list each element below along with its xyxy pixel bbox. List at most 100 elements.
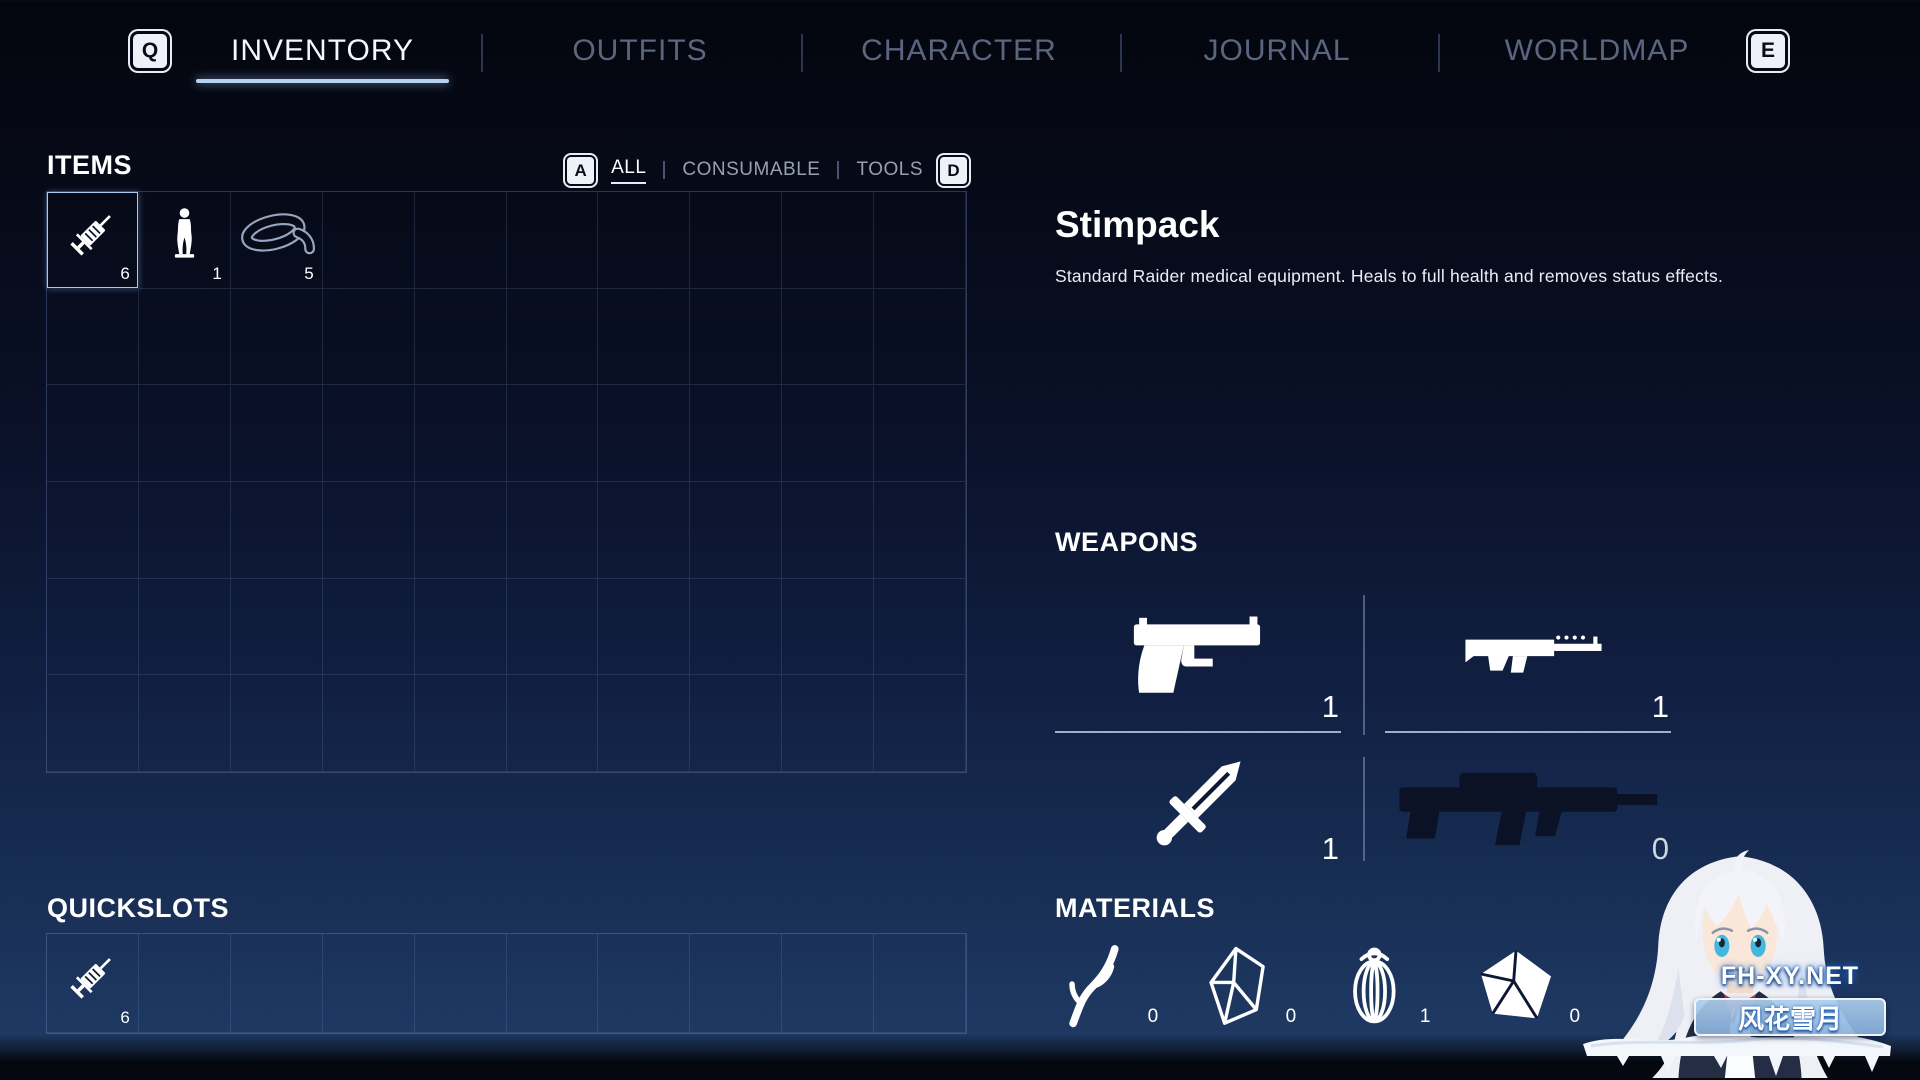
item-cell[interactable] [414,675,507,772]
item-cell[interactable] [598,385,691,482]
item-cell[interactable] [230,385,323,482]
watermark-site-name: FH-XY.NET [1720,962,1860,990]
watermark: FH-XY.NET 风花雪月 [1572,848,1908,1080]
item-cell[interactable] [874,288,966,386]
item-cell[interactable]: 5 [230,192,323,289]
item-cell[interactable] [414,578,507,676]
item-cell[interactable] [782,192,875,289]
item-cell[interactable] [414,288,507,386]
weapon-slot-rifle[interactable]: 1 [1385,583,1671,733]
item-cell[interactable] [690,578,783,676]
item-cell[interactable] [138,288,231,386]
crystal-icon [1202,944,1274,1030]
item-cell[interactable]: 1 [138,192,231,289]
item-cell[interactable] [47,385,139,482]
item-cell[interactable] [782,578,875,676]
quickslot-cell[interactable] [598,934,691,1033]
item-cell[interactable] [322,675,415,772]
item-cell[interactable] [506,675,599,772]
item-cell[interactable] [874,385,966,482]
item-cell[interactable] [322,192,415,289]
items-filter-bar: A ALL CONSUMABLE TOOLS D [515,153,967,187]
item-cell[interactable] [47,288,139,386]
item-cell[interactable] [138,385,231,482]
item-cell[interactable] [506,385,599,482]
material-count: 0 [1147,1006,1159,1027]
tab-journal[interactable]: JOURNAL [1203,34,1351,67]
weapon-slot-sword[interactable]: 1 [1055,745,1341,873]
key-hint-a: A [567,156,595,184]
weapon-count: 1 [1321,831,1339,866]
item-cell[interactable] [874,192,966,289]
item-cell[interactable] [782,288,875,386]
item-cell[interactable] [47,675,139,772]
quickslot-cell[interactable] [782,934,875,1033]
item-cell[interactable] [690,385,783,482]
item-cell[interactable] [230,675,323,772]
item-cell[interactable] [322,578,415,676]
item-cell[interactable] [598,192,691,289]
item-cell[interactable] [690,192,783,289]
weapon-count: 0 [1651,831,1669,866]
item-cell[interactable] [414,481,507,579]
item-cell[interactable] [138,675,231,772]
top-nav: Q INVENTORY OUTFITS CHARACTER JOURNAL WO… [0,28,1920,88]
item-cell[interactable] [598,675,691,772]
quickslot-cell[interactable] [874,934,966,1033]
item-cell[interactable] [138,481,231,579]
quickslot-cell[interactable] [506,934,599,1033]
tab-character[interactable]: CHARACTER [861,34,1057,67]
watermark-site-name-cn: 风花雪月 [1694,998,1886,1036]
item-cell[interactable] [598,578,691,676]
quickslot-cell[interactable] [138,934,231,1033]
pistol-icon [1055,583,1341,731]
weapon-slot-heavy-rifle[interactable]: 0 [1385,745,1671,873]
quickslot-cell[interactable] [690,934,783,1033]
item-cell[interactable] [598,481,691,579]
item-cell[interactable] [690,675,783,772]
item-cell[interactable] [138,578,231,676]
item-cell[interactable] [230,288,323,386]
weapon-slot-pistol[interactable]: 1 [1055,583,1341,733]
quickslots-grid: 6 [46,933,967,1034]
tab-inventory-label: INVENTORY [231,34,414,67]
item-cell[interactable] [690,481,783,579]
item-cell[interactable] [230,578,323,676]
item-cell[interactable] [322,481,415,579]
item-cell[interactable] [874,481,966,579]
material-scrap: 0 [1474,946,1580,1030]
item-cell[interactable] [322,385,415,482]
filter-tools[interactable]: TOOLS [856,159,923,180]
filter-consumable[interactable]: CONSUMABLE [682,159,821,180]
item-cell[interactable] [690,288,783,386]
item-cell[interactable] [47,578,139,676]
item-cell[interactable] [47,481,139,579]
item-cell[interactable] [874,675,966,772]
item-cell[interactable] [874,578,966,676]
filter-separator [837,161,840,179]
item-cell[interactable] [782,385,875,482]
filter-all[interactable]: ALL [611,157,647,184]
item-cell[interactable]: 6 [47,192,139,289]
quickslot-cell[interactable] [414,934,507,1033]
item-cell[interactable] [506,481,599,579]
item-cell[interactable] [782,481,875,579]
item-cell[interactable] [414,385,507,482]
item-cell[interactable] [598,288,691,386]
item-cell[interactable] [230,481,323,579]
filter-separator [663,161,666,179]
quickslot-cell[interactable] [230,934,323,1033]
item-cell[interactable] [506,288,599,386]
item-cell[interactable] [414,192,507,289]
tab-inventory[interactable]: INVENTORY [196,28,449,83]
item-cell[interactable] [506,578,599,676]
tab-worldmap[interactable]: WORLDMAP [1504,34,1690,67]
quickslot-cell[interactable] [322,934,415,1033]
item-cell[interactable] [322,288,415,386]
tab-outfits[interactable]: OUTFITS [572,34,708,67]
item-cell[interactable] [506,192,599,289]
item-cell[interactable] [782,675,875,772]
quickslot-cell[interactable]: 6 [47,934,139,1033]
item-count: 6 [120,263,130,283]
